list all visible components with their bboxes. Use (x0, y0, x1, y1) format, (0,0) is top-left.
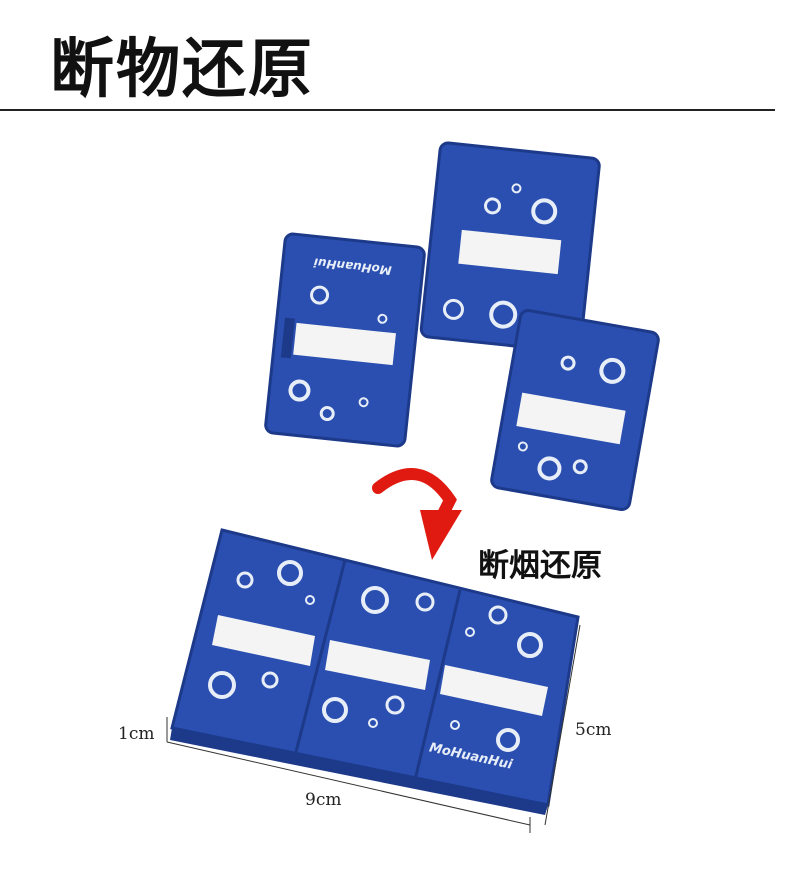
piece-right (490, 308, 660, 512)
height-label: 5cm (575, 720, 612, 740)
dimension-lines (166, 624, 581, 833)
piece-middle (419, 141, 601, 354)
thickness-label: 1cm (118, 724, 155, 744)
page-title: 断物还原 (50, 33, 314, 107)
piece-left: MoHuanHui (264, 232, 426, 448)
assembled-device: MoHuanHui (170, 528, 580, 815)
width-label: 9cm (305, 790, 342, 810)
caption-label: 断烟还原 (478, 548, 602, 584)
red-arrow-icon (372, 468, 462, 560)
divider (0, 109, 775, 111)
